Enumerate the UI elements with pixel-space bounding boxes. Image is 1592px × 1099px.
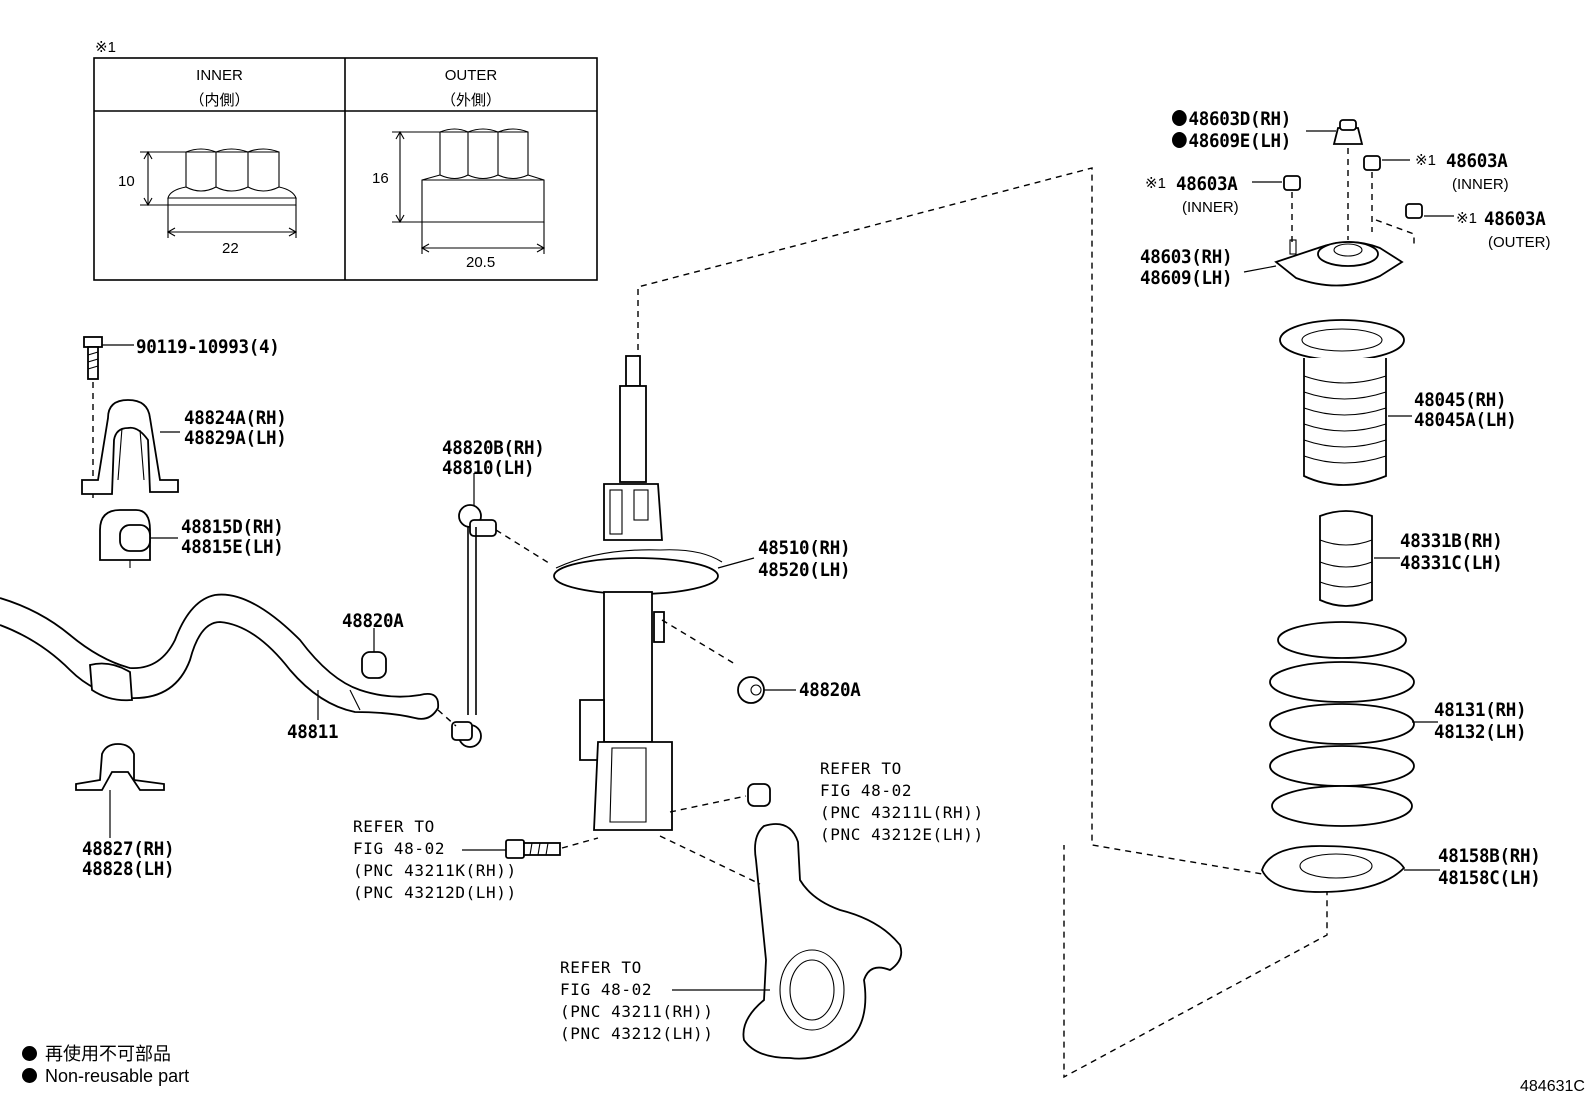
stabilizer-bar-icon bbox=[0, 593, 440, 720]
part-label-nut-inner-left[interactable]: 48603A bbox=[1176, 173, 1238, 195]
camber-bolt-icon bbox=[462, 837, 599, 859]
ref-knuckle-line3: (PNC 43211(RH)) bbox=[560, 1002, 714, 1021]
legend-line-en: Non-reusable part bbox=[22, 1066, 189, 1087]
part-label-clamp-lh[interactable]: 48828(LH) bbox=[82, 858, 175, 880]
top-nut-icon bbox=[1306, 119, 1364, 240]
inner-height-dim: 10 bbox=[118, 173, 135, 190]
bolt-90119-icon bbox=[83, 336, 134, 500]
dust-boot-icon bbox=[1279, 319, 1412, 486]
nut-outer-sub: (OUTER) bbox=[1488, 234, 1551, 251]
spring-insulator-icon bbox=[1261, 845, 1440, 893]
ref-bolt-line1: REFER TO bbox=[353, 817, 435, 836]
note-mark-outer: ※1 bbox=[1456, 210, 1477, 227]
part-label-bracket-lh[interactable]: 48829A(LH) bbox=[184, 427, 287, 449]
part-label-spring-lh[interactable]: 48132(LH) bbox=[1434, 721, 1527, 743]
non-reusable-dot-icon bbox=[1172, 110, 1187, 126]
outer-height-dim: 16 bbox=[372, 170, 389, 187]
ref-nut-line2: FIG 48-02 bbox=[820, 781, 913, 800]
steering-knuckle-icon bbox=[659, 823, 903, 1060]
part-label-top-nut-rh[interactable]: 48603D(RH) bbox=[1172, 109, 1291, 130]
note-mark-inner-right: ※1 bbox=[1415, 152, 1436, 169]
nut-spec-table bbox=[93, 57, 598, 281]
part-label-nut-outer[interactable]: 48603A bbox=[1484, 208, 1546, 230]
inner-title: INNER bbox=[196, 67, 243, 84]
part-label-bolt[interactable]: 90119-10993(4) bbox=[136, 336, 280, 358]
outer-title: OUTER bbox=[444, 67, 498, 84]
coil-spring-icon bbox=[1269, 621, 1438, 827]
ref-bolt-line2: FIG 48-02 bbox=[353, 839, 446, 858]
knuckle-nut-icon bbox=[669, 783, 771, 813]
legend-dot-icon bbox=[22, 1068, 37, 1083]
part-label-bracket-rh[interactable]: 48824A(RH) bbox=[184, 407, 287, 429]
part-label-bumper-rh[interactable]: 48331B(RH) bbox=[1400, 530, 1503, 552]
part-label-insulator-lh[interactable]: 48158C(LH) bbox=[1438, 867, 1541, 889]
stabilizer-bracket-icon bbox=[81, 399, 180, 495]
part-label-link-lh[interactable]: 48810(LH) bbox=[442, 457, 535, 479]
part-label-top-nut-lh[interactable]: 48609E(LH) bbox=[1172, 131, 1291, 152]
support-nut-outer-icon bbox=[1375, 203, 1454, 248]
strut-assembly-icon bbox=[553, 355, 755, 831]
ref-bolt-line4: (PNC 43212D(LH)) bbox=[353, 883, 517, 902]
part-label-stabilizer-bar[interactable]: 48811 bbox=[287, 721, 339, 743]
legend-dot-icon bbox=[22, 1046, 37, 1061]
stabilizer-link-icon bbox=[437, 473, 553, 748]
part-label-boot-lh[interactable]: 48045A(LH) bbox=[1414, 409, 1517, 431]
bump-stopper-icon bbox=[1319, 510, 1400, 607]
ref-knuckle-line4: (PNC 43212(LH)) bbox=[560, 1024, 714, 1043]
part-label-clamp-rh[interactable]: 48827(RH) bbox=[82, 838, 175, 860]
part-label-spring-rh[interactable]: 48131(RH) bbox=[1434, 699, 1527, 721]
outer-subtitle: （外側） bbox=[440, 92, 501, 109]
part-label-support-lh[interactable]: 48609(LH) bbox=[1140, 267, 1233, 289]
non-reusable-dot-icon bbox=[1172, 132, 1187, 148]
inner-subtitle: （内側） bbox=[189, 92, 250, 109]
inner-width-dim: 22 bbox=[222, 240, 239, 257]
inner-nut-icon bbox=[140, 148, 298, 238]
part-label-nut-inner-right[interactable]: 48603A bbox=[1446, 150, 1508, 172]
stabilizer-clamp-icon bbox=[75, 743, 165, 838]
support-nut-inner-right-icon bbox=[1363, 155, 1410, 232]
part-label-strut-lh[interactable]: 48520(LH) bbox=[758, 559, 851, 581]
ref-knuckle-line2: FIG 48-02 bbox=[560, 980, 653, 999]
legend-line-jp: 再使用不可部品 bbox=[22, 1040, 171, 1066]
outer-width-dim: 20.5 bbox=[466, 254, 496, 271]
strut-nut-48820A-icon bbox=[737, 676, 796, 704]
part-label-strut-nut[interactable]: 48820A bbox=[799, 679, 861, 701]
ref-bolt-line3: (PNC 43211K(RH)) bbox=[353, 861, 517, 880]
part-label-insulator-rh[interactable]: 48158B(RH) bbox=[1438, 845, 1541, 867]
figure-id: 484631C bbox=[1520, 1078, 1585, 1095]
nut-inner-right-sub: (INNER) bbox=[1452, 176, 1509, 193]
part-label-strut-rh[interactable]: 48510(RH) bbox=[758, 537, 851, 559]
part-label-bar-bushing[interactable]: 48820A bbox=[342, 610, 404, 632]
nut-inner-left-sub: (INNER) bbox=[1182, 199, 1239, 216]
part-label-boot-rh[interactable]: 48045(RH) bbox=[1414, 389, 1507, 411]
exploded-view-dashed-outline bbox=[637, 167, 1328, 1079]
part-label-bumper-lh[interactable]: 48331C(LH) bbox=[1400, 552, 1503, 574]
bar-bushing-48820A-icon bbox=[361, 628, 387, 679]
part-label-bushing-lh[interactable]: 48815E(LH) bbox=[181, 536, 284, 558]
note-mark-inner-left: ※1 bbox=[1145, 175, 1166, 192]
support-nut-inner-left-icon bbox=[1252, 175, 1301, 246]
ref-nut-line3: (PNC 43211L(RH)) bbox=[820, 803, 984, 822]
ref-nut-line1: REFER TO bbox=[820, 759, 902, 778]
ref-nut-line4: (PNC 43212E(LH)) bbox=[820, 825, 984, 844]
part-label-bushing-rh[interactable]: 48815D(RH) bbox=[181, 516, 284, 538]
part-label-support-rh[interactable]: 48603(RH) bbox=[1140, 246, 1233, 268]
stabilizer-bushing-icon bbox=[99, 509, 178, 568]
ref-knuckle-line1: REFER TO bbox=[560, 958, 642, 977]
outer-nut-icon bbox=[392, 128, 546, 254]
part-label-link-rh[interactable]: 48820B(RH) bbox=[442, 437, 545, 459]
note-mark: ※1 bbox=[95, 39, 116, 56]
strut-mount-support-icon bbox=[1243, 239, 1404, 287]
